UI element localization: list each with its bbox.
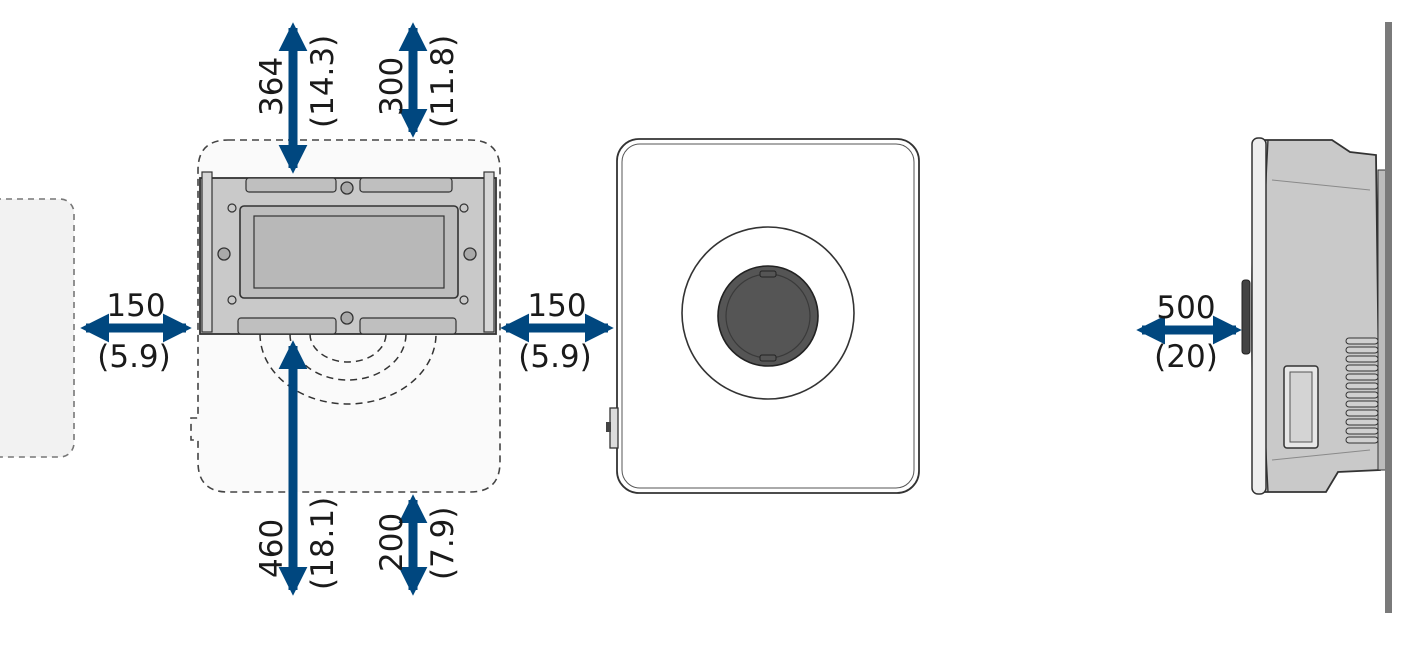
dim-front-mm: 500 [1156,290,1215,326]
dim-top-left-inch: (14.3) [305,35,341,128]
dimension-arrows [80,22,1242,596]
dim-top-right-inch: (11.8) [425,35,461,128]
charger-side-view [1241,137,1387,495]
dim-front-inch: (20) [1154,339,1218,375]
dim-right-mm: 150 [527,288,586,324]
mounting-plate [199,171,497,335]
neighbour-device-outline [0,198,75,458]
dim-right-inch: (5.9) [518,339,592,375]
dim-top-right-mm: 300 [374,57,410,116]
charger-front-view [606,138,920,494]
dim-bottom-left-mm: 460 [254,519,290,578]
dim-bottom-right-mm: 200 [374,513,410,572]
dim-bottom-left-inch: (18.1) [305,497,341,590]
dim-left-mm: 150 [106,288,165,324]
dim-left-inch: (5.9) [97,339,171,375]
charging-socket-icon [717,265,819,367]
cable-bend-radius-arcs [259,333,437,405]
wall-line [1385,22,1392,613]
dim-bottom-right-inch: (7.9) [425,507,461,581]
dim-top-left-mm: 364 [254,57,290,116]
